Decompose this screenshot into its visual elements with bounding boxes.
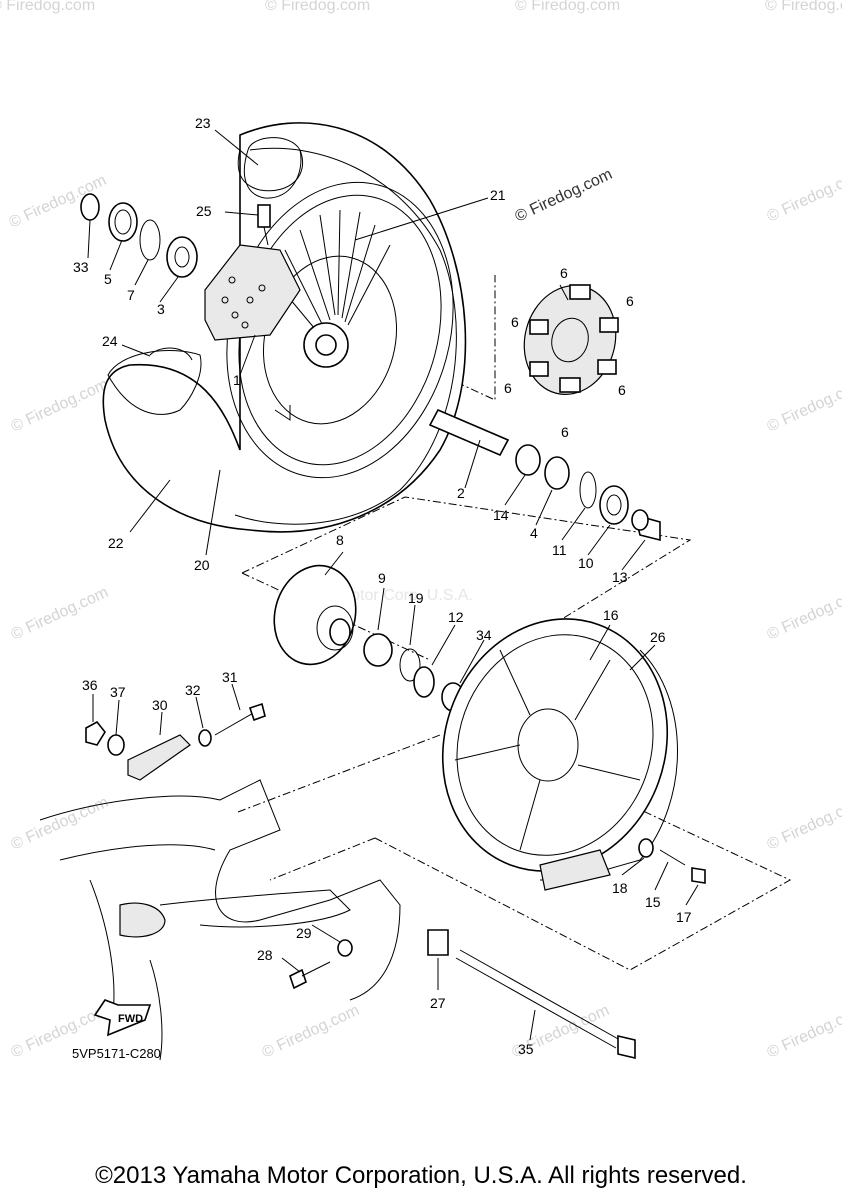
callout-35: 35 <box>518 1041 534 1057</box>
callout-23: 23 <box>195 115 211 131</box>
callout-19: 19 <box>408 590 424 606</box>
callout-6b: 6 <box>626 293 634 309</box>
fwd-arrow: FWD <box>93 999 152 1037</box>
callout-10: 10 <box>578 555 594 571</box>
watermark: © Firedog.com <box>260 1002 362 1062</box>
watermark-layer: © Firedog.com © Firedog.com © Firedog.co… <box>0 0 842 1062</box>
callout-11: 11 <box>552 542 567 558</box>
callout-36: 36 <box>82 677 98 693</box>
callout-37: 37 <box>110 684 126 700</box>
copyright-notice: ©2013 Yamaha Motor Corporation, U.S.A. A… <box>95 1162 747 1189</box>
watermark: © Firedog.com <box>765 166 842 226</box>
axle-parts <box>289 838 706 1060</box>
callouts: 1 2 3 4 5 6 6 6 6 6 6 7 8 9 10 11 12 13 … <box>73 115 692 1057</box>
callout-4: 4 <box>530 525 538 541</box>
callout-28: 28 <box>257 947 273 963</box>
valve <box>257 204 271 246</box>
callout-24: 24 <box>102 333 118 349</box>
adjuster-parts <box>85 702 266 781</box>
watermark: © Firedog.com <box>9 794 111 854</box>
callout-30: 30 <box>152 697 168 713</box>
callout-6c: 6 <box>511 314 519 330</box>
pulley <box>441 618 678 891</box>
watermark: © Firedog.com <box>9 584 111 644</box>
callout-31: 31 <box>222 669 238 685</box>
watermark: © Firedog.com <box>765 376 842 436</box>
watermark: © Firedog.com <box>9 376 111 436</box>
callout-6e: 6 <box>618 382 626 398</box>
callout-20: 20 <box>194 557 210 573</box>
callout-27: 27 <box>430 995 446 1011</box>
callout-7: 7 <box>127 287 135 303</box>
callout-29: 29 <box>296 925 312 941</box>
fwd-label: FWD <box>118 1013 143 1025</box>
callout-9: 9 <box>378 570 386 586</box>
callout-5: 5 <box>104 271 112 287</box>
callout-18: 18 <box>612 880 628 896</box>
left-hub-parts <box>80 193 198 278</box>
watermark: © Firedog.com <box>265 0 370 14</box>
callout-25: 25 <box>196 203 212 219</box>
callout-33: 33 <box>73 259 89 275</box>
watermark: © Firedog.com <box>765 794 842 854</box>
callout-26: 26 <box>650 629 666 645</box>
callout-8: 8 <box>336 532 344 548</box>
callout-17: 17 <box>676 909 692 925</box>
callout-34: 34 <box>476 627 492 643</box>
leader-lines <box>87 129 699 1041</box>
callout-3: 3 <box>157 301 165 317</box>
callout-12: 12 <box>448 609 464 625</box>
callout-32: 32 <box>185 682 201 698</box>
callout-6d: 6 <box>504 380 512 396</box>
watermark: © Firedog.com <box>765 1002 842 1062</box>
callout-21: 21 <box>490 187 506 203</box>
clutch-hub <box>273 564 465 712</box>
swingarm <box>39 779 401 1061</box>
watermark: © Firedog.com <box>765 0 842 14</box>
damper <box>523 284 619 395</box>
callout-14: 14 <box>493 507 509 523</box>
callout-22: 22 <box>108 535 124 551</box>
caliper-bracket <box>204 244 301 341</box>
tire <box>102 122 467 533</box>
watermark: © Firedog.com <box>515 0 620 14</box>
callout-16: 16 <box>603 607 619 623</box>
callout-15: 15 <box>645 894 661 910</box>
inner-tube <box>107 137 302 415</box>
callout-6f: 6 <box>561 424 569 440</box>
watermark: © Firedog.com <box>513 166 615 226</box>
diagram-code: 5VP5171-C280 <box>72 1046 161 1061</box>
callout-1: 1 <box>233 372 241 388</box>
callout-6: 6 <box>560 265 568 281</box>
right-hub-parts <box>428 408 661 542</box>
watermark: © Firedog.com <box>765 584 842 644</box>
callout-2: 2 <box>457 485 465 501</box>
watermark: © Firedog.com <box>0 0 95 14</box>
callout-13: 13 <box>612 569 628 585</box>
